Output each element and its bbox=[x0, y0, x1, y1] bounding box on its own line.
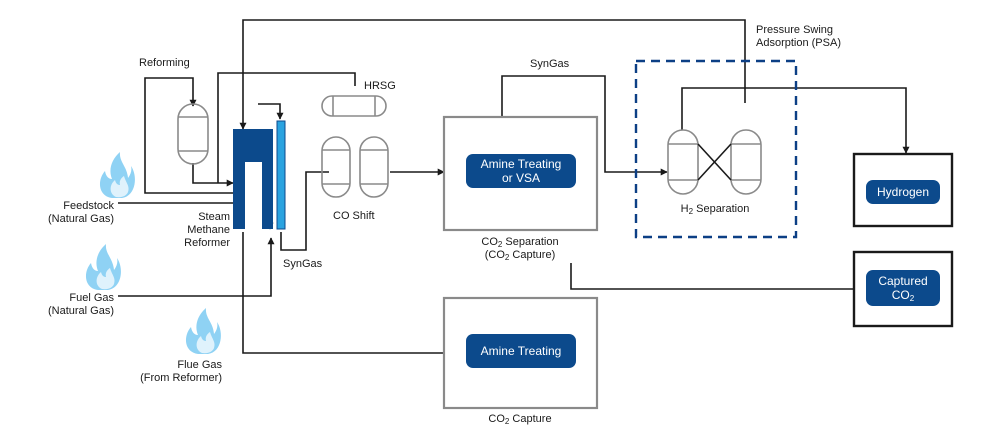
flue-gas-line bbox=[242, 232, 444, 354]
amine-treating-pill: Amine Treating bbox=[466, 334, 576, 368]
vessel-icon bbox=[321, 95, 387, 117]
fuel-gas-label: Fuel Gas (Natural Gas) bbox=[47, 292, 114, 317]
vessel-icon bbox=[730, 129, 762, 195]
vessel-to-reformer-line bbox=[192, 163, 234, 187]
smr-label: Steam Methane Reformer bbox=[184, 211, 230, 249]
fuel-gas-line bbox=[118, 237, 275, 297]
hrsg-loop-line bbox=[217, 72, 356, 183]
flame-icon bbox=[99, 152, 135, 198]
vessel-icon bbox=[321, 136, 351, 198]
co-shift-label: CO Shift bbox=[333, 210, 375, 222]
psa-recycle-line bbox=[239, 19, 746, 130]
syngas-bottom-label: SynGas bbox=[283, 258, 323, 270]
psa-cross bbox=[697, 143, 732, 181]
steam-methane-reformer bbox=[233, 120, 286, 230]
flue-gas-label: Flue Gas (From Reformer) bbox=[140, 359, 222, 384]
psa-boundary bbox=[634, 59, 798, 239]
h2-to-hydrogen-line bbox=[681, 87, 910, 154]
hrsg-label: HRSG bbox=[364, 80, 396, 92]
captured-co2-pill: Captured CO2 bbox=[866, 270, 940, 306]
hydrogen-pill: Hydrogen bbox=[866, 180, 940, 204]
h2-separation-label: H2 Separation bbox=[680, 203, 750, 216]
flame-icon bbox=[85, 244, 121, 290]
vessel-icon bbox=[359, 136, 389, 198]
vessel-icon bbox=[667, 129, 699, 195]
psa-label: Pressure Swing Adsorption (PSA) bbox=[756, 24, 841, 49]
co2-separation-label: CO2 Separation (CO2 Capture) bbox=[481, 236, 559, 262]
flame-icon bbox=[185, 308, 221, 354]
reformer-top-feed-line bbox=[258, 103, 284, 120]
co2-capture-label: CO2 Capture bbox=[488, 413, 552, 426]
amine-vsa-pill: Amine Treating or VSA bbox=[466, 154, 576, 188]
separation-to-captured-line bbox=[570, 263, 854, 290]
syngas-top-label: SynGas bbox=[530, 58, 570, 70]
vessel-icon bbox=[177, 103, 209, 165]
reforming-loop-line bbox=[144, 77, 235, 194]
reforming-label: Reforming bbox=[139, 57, 190, 69]
feedstock-label: Feedstock (Natural Gas) bbox=[47, 200, 114, 225]
syngas-to-h2-line bbox=[501, 75, 668, 176]
syngas-to-coshift-line bbox=[280, 171, 329, 251]
